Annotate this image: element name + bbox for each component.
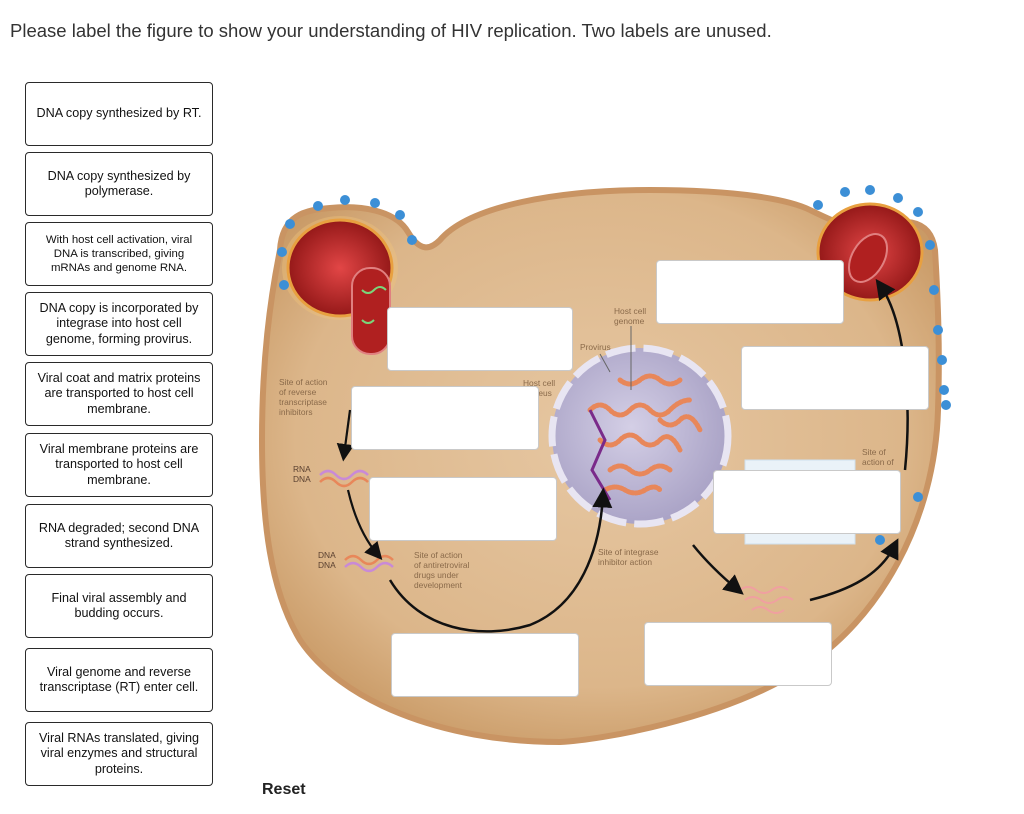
- label-genome-rt-enter[interactable]: Viral genome and reverse transcriptase (…: [25, 648, 213, 712]
- label-rnas-translated[interactable]: Viral RNAs translated, giving viral enzy…: [25, 722, 213, 786]
- label-dna-copy-polymerase[interactable]: DNA copy synthesized by polymerase.: [25, 152, 213, 216]
- site-rt-inhibitors-label: Site of action of reverse transcriptase …: [279, 377, 330, 417]
- provirus-label: Provirus: [580, 342, 611, 352]
- site-action-of-label: Site of action of: [862, 447, 894, 467]
- label-dna-copy-rt[interactable]: DNA copy synthesized by RT.: [25, 82, 213, 146]
- dna-dna-label: DNA DNA: [318, 550, 338, 570]
- label-rna-degraded[interactable]: RNA degraded; second DNA strand synthesi…: [25, 504, 213, 568]
- reset-button[interactable]: Reset: [262, 781, 306, 798]
- site-integrase-label: Site of integrase inhibitor action: [598, 547, 661, 567]
- drop-zone-8[interactable]: [644, 622, 832, 686]
- entering-virus: [282, 216, 398, 355]
- host-cell-nucleus: [548, 344, 732, 528]
- drop-zone-6[interactable]: [741, 346, 929, 410]
- label-integrase-provirus[interactable]: DNA copy is incorporated by integrase in…: [25, 292, 213, 356]
- drop-zone-3[interactable]: [369, 477, 557, 541]
- drop-zone-5[interactable]: [656, 260, 844, 324]
- rna-dna-label: RNA DNA: [293, 464, 313, 484]
- label-coat-matrix-transport[interactable]: Viral coat and matrix proteins are trans…: [25, 362, 213, 426]
- drop-zone-1[interactable]: [387, 307, 573, 371]
- budding-virus: [816, 202, 924, 302]
- question-prompt: Please label the figure to show your und…: [10, 20, 772, 41]
- drop-zone-2[interactable]: [351, 386, 539, 450]
- label-final-assembly-budding[interactable]: Final viral assembly and budding occurs.: [25, 574, 213, 638]
- label-membrane-proteins-transport[interactable]: Viral membrane proteins are transported …: [25, 433, 213, 497]
- host-cell-genome-label: Host cell genome: [614, 306, 648, 326]
- drop-zone-4[interactable]: [391, 633, 579, 697]
- site-antiretroviral-label: Site of action of antiretroviral drugs u…: [414, 550, 472, 590]
- glycoprotein-spikes: [277, 185, 951, 545]
- label-host-activation-transcription[interactable]: With host cell activation, viral DNA is …: [25, 222, 213, 286]
- drop-zone-7[interactable]: [713, 470, 901, 534]
